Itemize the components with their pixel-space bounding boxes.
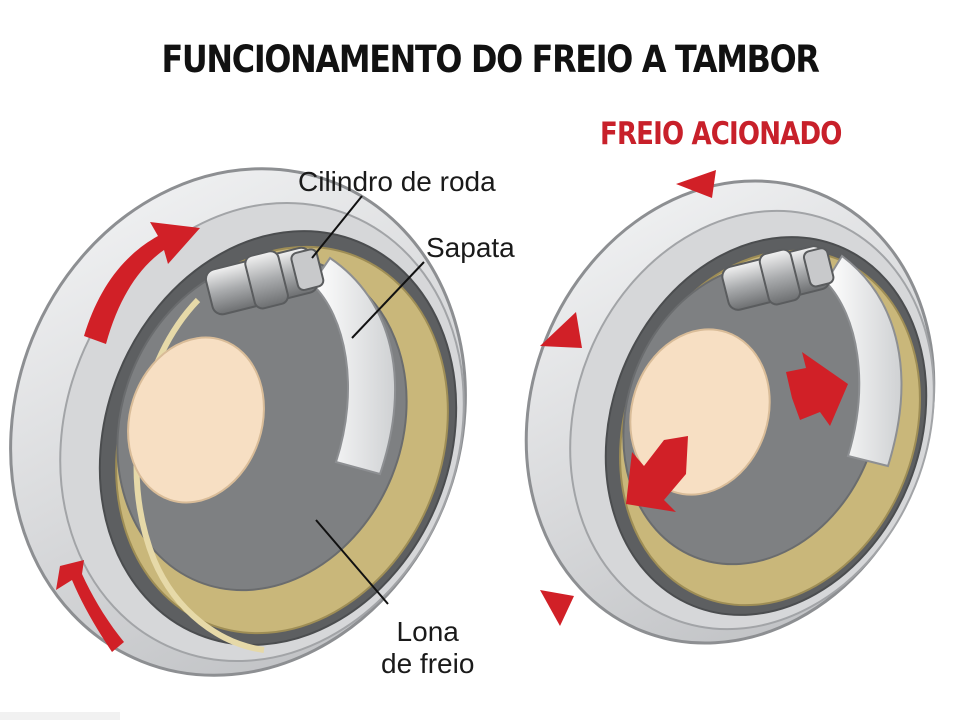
right-brake-shoe [824,254,903,468]
label-brake-lining: Lona de freio [381,616,474,680]
leader-line-lona [315,519,389,605]
left-brake-shoe [310,256,396,476]
leader-line-sapata [351,261,425,339]
right-motion-triangle-bottom [540,590,574,626]
left-wheel-cylinder [204,246,325,316]
left-brake-drum [9,167,467,677]
label-brake-shoe: Sapata [426,232,515,263]
diagram-title: FUNCIONAMENTO DO FREIO A TAMBOR [161,38,819,81]
right-wheel-cylinder [721,245,835,311]
right-motion-triangle-left [540,312,582,348]
left-rotation-arrow-bottom [56,560,124,652]
bottom-edge-artifact [0,712,120,720]
label-lining-line1: Lona [396,616,459,647]
right-brake-drum [524,170,936,645]
right-motion-triangle-top [676,170,716,198]
left-rotation-arrow-top [84,222,200,344]
leader-line-cilindro [311,195,363,259]
right-force-arrow-left [626,436,688,512]
left-hub [127,336,265,504]
label-wheel-cylinder: Cilindro de roda [298,166,496,197]
label-lining-line2: de freio [381,648,475,679]
applied-brake-subtitle: FREIO ACIONADO [600,116,842,152]
right-force-arrow-right [786,352,848,426]
